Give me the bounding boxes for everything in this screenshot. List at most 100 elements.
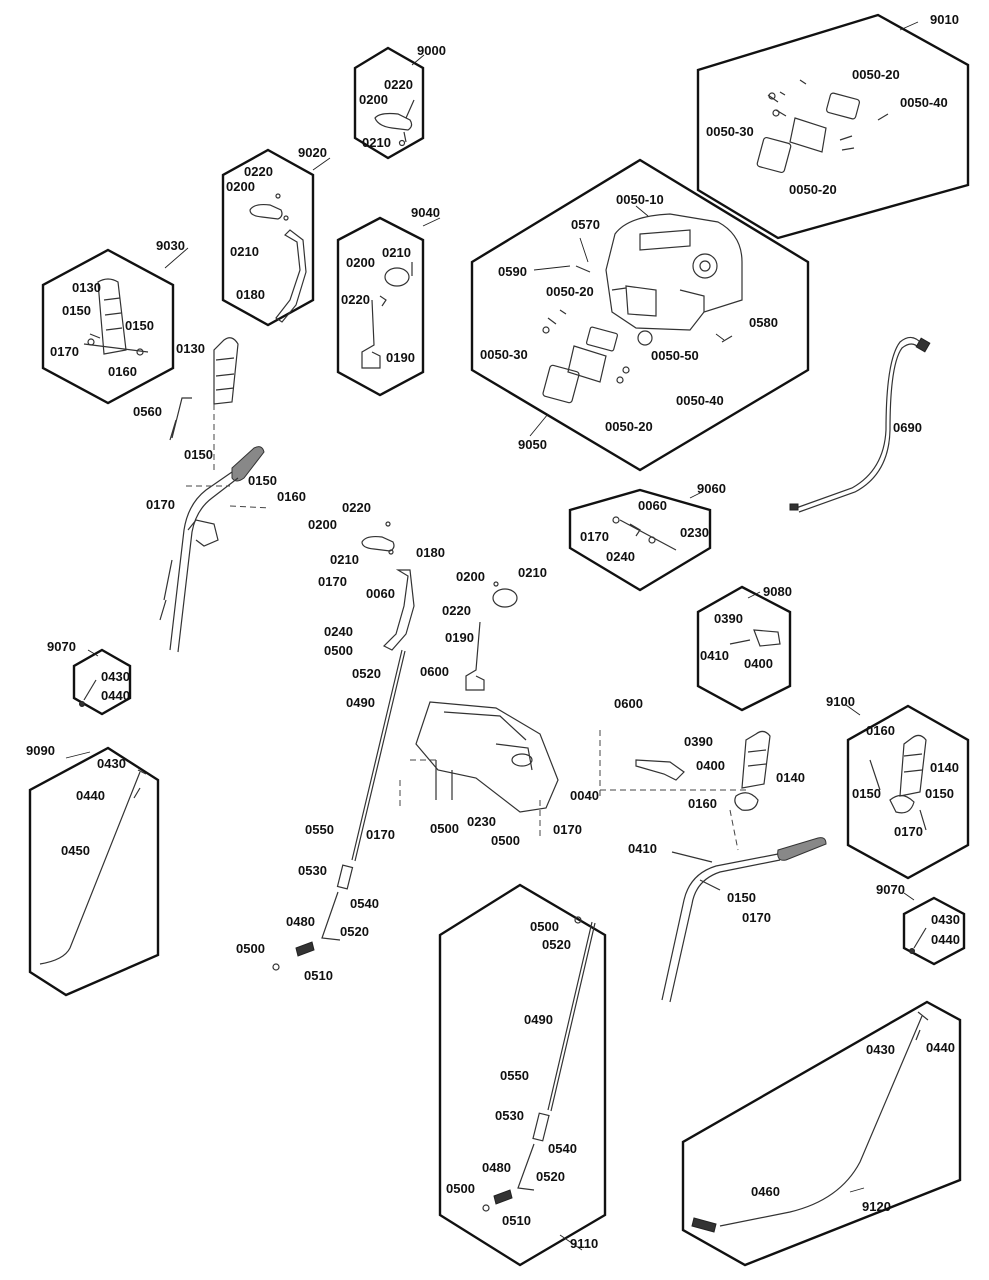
part-label: 0430 bbox=[97, 756, 126, 771]
part-label: 0440 bbox=[926, 1040, 955, 1055]
part-label: 0410 bbox=[628, 841, 657, 856]
cable-9120 bbox=[691, 1011, 929, 1233]
shift-lever bbox=[465, 581, 518, 691]
left-handlebar bbox=[159, 337, 271, 653]
handle-9100 bbox=[869, 734, 927, 831]
group-outline-9030 bbox=[41, 248, 175, 405]
part-label: 0170 bbox=[366, 827, 395, 842]
part-label: 0150 bbox=[62, 303, 91, 318]
part-label: 0500 bbox=[236, 941, 265, 956]
part-label: 0050-20 bbox=[789, 182, 837, 197]
group-outline-9010 bbox=[696, 13, 970, 240]
part-label: 0440 bbox=[101, 688, 130, 703]
part-label: 0520 bbox=[536, 1169, 565, 1184]
switch-loose bbox=[635, 759, 685, 781]
part-label: 0050-20 bbox=[605, 419, 653, 434]
group-outline-9060 bbox=[568, 488, 712, 592]
part-label: 0480 bbox=[286, 914, 315, 929]
part-label: 0170 bbox=[742, 910, 771, 925]
part-label: 0210 bbox=[330, 552, 359, 567]
part-label: 0170 bbox=[553, 822, 582, 837]
switch-9080 bbox=[729, 629, 781, 647]
part-label: 0210 bbox=[362, 135, 391, 150]
part-label: 0240 bbox=[324, 624, 353, 639]
part-label: 0690 bbox=[893, 420, 922, 435]
part-label: 0550 bbox=[305, 822, 334, 837]
console-9050 bbox=[542, 213, 743, 404]
group-label-9120: 9120 bbox=[862, 1199, 891, 1214]
rod-9110 bbox=[482, 916, 596, 1212]
part-label: 0050-20 bbox=[546, 284, 594, 299]
part-label: 0170 bbox=[580, 529, 609, 544]
right-handlebar bbox=[600, 730, 827, 1003]
cable-end-9070-left bbox=[79, 679, 97, 707]
part-label: 0160 bbox=[277, 489, 306, 504]
part-label: 0240 bbox=[606, 549, 635, 564]
part-label: 0500 bbox=[446, 1181, 475, 1196]
part-label: 0150 bbox=[852, 786, 881, 801]
part-label: 0040 bbox=[570, 788, 599, 803]
part-label: 0500 bbox=[430, 821, 459, 836]
part-label: 0500 bbox=[324, 643, 353, 658]
part-label: 0160 bbox=[688, 796, 717, 811]
part-label: 0050-30 bbox=[706, 124, 754, 139]
group-label-9000: 9000 bbox=[417, 43, 446, 58]
part-label: 0520 bbox=[340, 924, 369, 939]
spring-9060 bbox=[612, 516, 677, 551]
group-label-9040: 9040 bbox=[411, 205, 440, 220]
part-label: 0200 bbox=[226, 179, 255, 194]
leader-lines bbox=[65, 21, 919, 1251]
part-label: 0490 bbox=[524, 1012, 553, 1027]
part-label: 0130 bbox=[72, 280, 101, 295]
part-label: 0600 bbox=[614, 696, 643, 711]
part-label: 0570 bbox=[571, 217, 600, 232]
part-label: 0170 bbox=[146, 497, 175, 512]
part-label: 0510 bbox=[304, 968, 333, 983]
group-outline-9070-right bbox=[902, 896, 966, 966]
part-label: 0150 bbox=[184, 447, 213, 462]
part-label: 0060 bbox=[366, 586, 395, 601]
group-label-9050: 9050 bbox=[518, 437, 547, 452]
group-label-9090: 9090 bbox=[26, 743, 55, 758]
lever-handle-9000 bbox=[374, 99, 415, 147]
part-label: 0490 bbox=[346, 695, 375, 710]
group-outline-9100 bbox=[846, 704, 970, 880]
part-label: 0150 bbox=[248, 473, 277, 488]
part-label: 0050-10 bbox=[616, 192, 664, 207]
part-label: 0550 bbox=[500, 1068, 529, 1083]
part-label: 0600 bbox=[420, 664, 449, 679]
group-outline-9040 bbox=[336, 216, 425, 397]
part-label: 0500 bbox=[530, 919, 559, 934]
part-label: 0180 bbox=[236, 287, 265, 302]
group-outline-9070-left bbox=[72, 648, 132, 716]
part-label: 0590 bbox=[498, 264, 527, 279]
part-label: 0200 bbox=[308, 517, 337, 532]
part-label: 0540 bbox=[350, 896, 379, 911]
headlight-assembly-9010 bbox=[756, 79, 889, 174]
lever-rod-9040 bbox=[361, 262, 413, 369]
part-label: 0180 bbox=[416, 545, 445, 560]
part-label: 0450 bbox=[61, 843, 90, 858]
group-label-9070-right: 9070 bbox=[876, 882, 905, 897]
part-label: 0230 bbox=[467, 814, 496, 829]
group-outline-9080 bbox=[696, 585, 792, 712]
part-label: 0520 bbox=[542, 937, 571, 952]
part-label: 0540 bbox=[548, 1141, 577, 1156]
bracket-0040 bbox=[399, 701, 601, 840]
part-label: 0440 bbox=[931, 932, 960, 947]
part-label: 0400 bbox=[744, 656, 773, 671]
part-label: 0220 bbox=[244, 164, 273, 179]
part-label: 0060 bbox=[638, 498, 667, 513]
part-label: 0390 bbox=[714, 611, 743, 626]
part-label: 0560 bbox=[133, 404, 162, 419]
group-outline-9120 bbox=[681, 1000, 962, 1267]
part-label: 0510 bbox=[502, 1213, 531, 1228]
part-label: 0400 bbox=[696, 758, 725, 773]
part-label: 0050-40 bbox=[900, 95, 948, 110]
part-label: 0520 bbox=[352, 666, 381, 681]
part-label: 0530 bbox=[298, 863, 327, 878]
part-label: 0050-30 bbox=[480, 347, 528, 362]
part-label: 0130 bbox=[176, 341, 205, 356]
group-label-9030: 9030 bbox=[156, 238, 185, 253]
part-label: 0050-20 bbox=[852, 67, 900, 82]
